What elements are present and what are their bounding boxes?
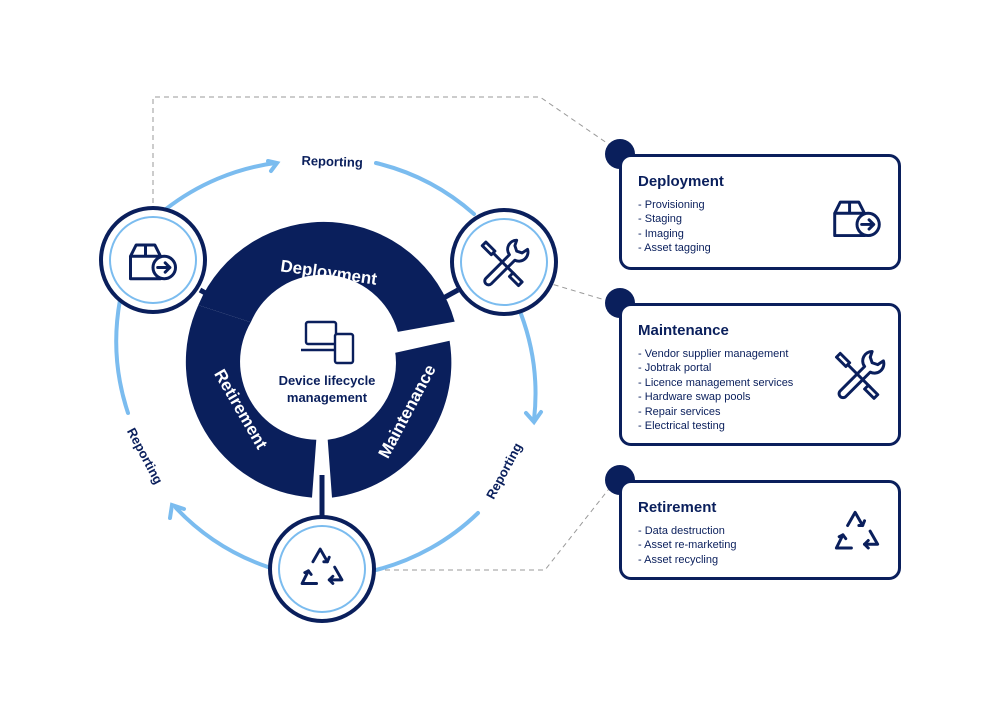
- connector-lines: [152, 96, 621, 571]
- reporting-arrowhead-right: [524, 410, 543, 426]
- reporting-label-top: Reporting: [301, 153, 363, 170]
- center-title-line1: Device lifecycle: [279, 373, 376, 388]
- reporting-arc-left: [114, 298, 130, 415]
- list-item: Staging: [638, 212, 711, 226]
- card-deployment: Deployment Provisioning Staging Imaging …: [619, 154, 901, 270]
- reporting-arc-bottom-right: [374, 511, 480, 572]
- reporting-arrowhead-left: [168, 502, 186, 520]
- card-maintenance: Maintenance Vendor supplier management J…: [619, 303, 901, 446]
- card-list-maintenance: Vendor supplier management Jobtrak porta…: [638, 347, 794, 433]
- reporting-cycle: [114, 159, 543, 572]
- reporting-label-right: Reporting: [483, 440, 525, 501]
- reporting-label-left: Reporting: [124, 425, 166, 486]
- card-retirement: Retirement Data destruction Asset re-mar…: [619, 480, 901, 580]
- node-maintenance: [450, 208, 558, 316]
- card-list-deployment: Provisioning Staging Imaging Asset taggi…: [638, 198, 711, 256]
- card-list-retirement: Data destruction Asset re-marketing Asse…: [638, 524, 736, 567]
- list-item: Jobtrak portal: [638, 361, 793, 375]
- center-disc: [248, 289, 396, 437]
- devices-icon: [301, 320, 355, 365]
- list-item: Data destruction: [638, 524, 736, 538]
- connector-maintenance: [544, 281, 606, 301]
- ring-segment-deployment: [198, 221, 455, 332]
- list-item: Asset recycling: [638, 553, 736, 567]
- reporting-arc-bottom-left: [174, 506, 270, 569]
- ring-segment-maintenance: [327, 340, 452, 498]
- reporting-arc-top: [164, 161, 277, 211]
- list-item: Vendor supplier management: [638, 347, 793, 361]
- card-title-maintenance: Maintenance: [638, 322, 729, 339]
- reporting-arrowhead-top: [266, 159, 281, 173]
- recycle-icon: [834, 510, 880, 550]
- list-item: Licence management services: [638, 376, 794, 390]
- list-item: Electrical testing: [638, 419, 793, 433]
- connector-retirement: [376, 484, 613, 571]
- list-item: Imaging: [638, 227, 711, 241]
- box-arrow-icon: [833, 200, 881, 238]
- ring-segment-retirement: [185, 305, 317, 498]
- connector-deployment: [152, 96, 621, 212]
- list-item: Asset tagging: [638, 241, 711, 255]
- list-item: Asset re-marketing: [638, 538, 736, 552]
- list-item: Provisioning: [638, 198, 711, 212]
- tools-icon: [835, 350, 886, 400]
- list-item: Repair services: [638, 405, 793, 419]
- card-title-deployment: Deployment: [638, 173, 724, 190]
- card-title-retirement: Retirement: [638, 499, 717, 516]
- node-deployment: [99, 206, 207, 314]
- reporting-arc-right: [519, 312, 538, 422]
- lifecycle-ring: [185, 221, 455, 498]
- reporting-arc-top-right: [374, 161, 476, 216]
- center-title-line2: management: [287, 390, 368, 405]
- list-item: Hardware swap pools: [638, 390, 793, 404]
- node-retirement: [268, 515, 376, 623]
